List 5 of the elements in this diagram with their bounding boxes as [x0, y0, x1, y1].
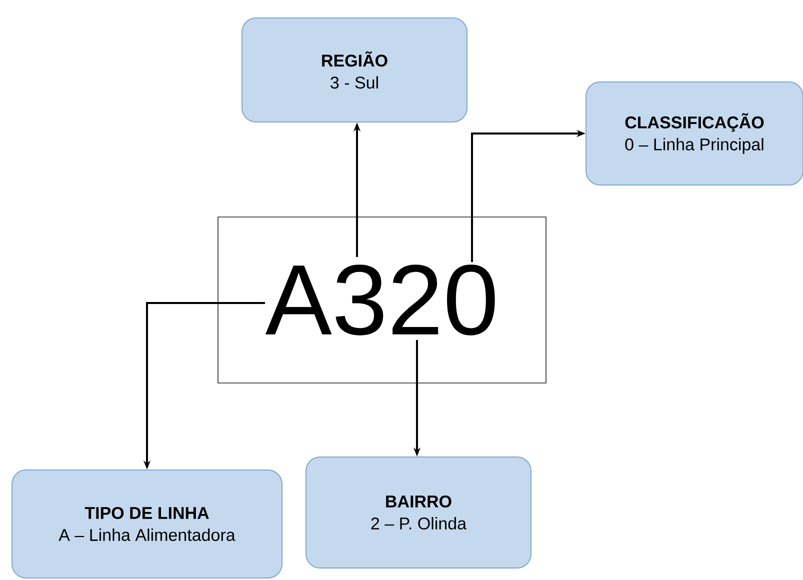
- info-box: TIPO DE LINHA A – Linha Alimentadora: [12, 470, 282, 578]
- info-box: CLASSIFICAÇÃO 0 – Linha Principal: [586, 82, 803, 186]
- info-box: BAIRRO 2 – P. Olinda: [306, 456, 532, 568]
- code-box: A320: [218, 216, 546, 384]
- info-box: REGIÃO 3 - Sul: [242, 18, 468, 122]
